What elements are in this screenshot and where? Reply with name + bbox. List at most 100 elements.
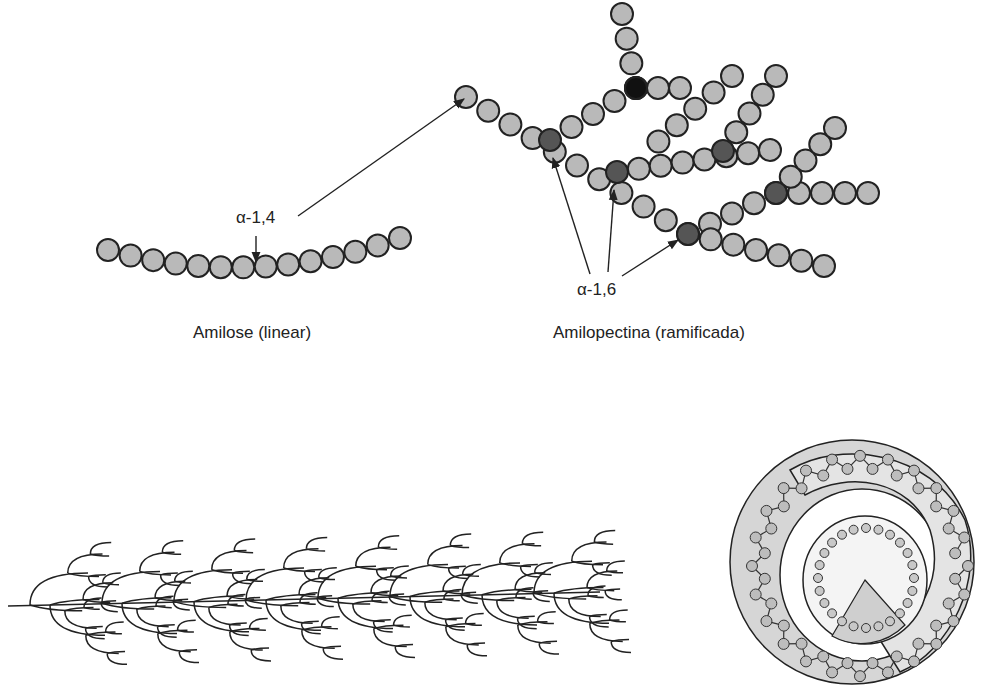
drawing-stroke xyxy=(178,620,196,630)
drawing-stroke xyxy=(449,566,466,568)
glucose-unit xyxy=(700,228,722,250)
atom xyxy=(801,465,812,476)
drawing-stroke xyxy=(106,632,122,634)
drawing-stroke xyxy=(500,544,535,563)
drawing-stroke xyxy=(173,599,188,601)
drawing-stroke xyxy=(572,542,607,561)
glucose-unit xyxy=(765,182,787,204)
glucose-unit xyxy=(277,253,299,275)
glucose-unit xyxy=(322,246,344,268)
atom xyxy=(820,549,829,558)
drawing-stroke xyxy=(482,589,532,595)
drawing-stroke xyxy=(86,635,119,653)
drawing-stroke xyxy=(162,541,183,552)
drawing-stroke xyxy=(89,575,106,577)
atom xyxy=(778,620,789,631)
atom xyxy=(943,523,954,534)
atom xyxy=(855,450,866,461)
drawing-stroke xyxy=(65,611,97,629)
drawing-stroke xyxy=(245,597,260,599)
drawing-stroke xyxy=(284,549,319,568)
glucose-unit xyxy=(745,239,767,261)
drawing-stroke xyxy=(467,643,485,645)
atom xyxy=(895,609,904,618)
drawing-stroke xyxy=(209,607,241,625)
glucose-unit xyxy=(722,234,744,256)
atom xyxy=(862,524,871,533)
atom xyxy=(948,505,959,516)
drawing-stroke xyxy=(228,604,244,606)
drawing-stroke xyxy=(610,610,628,620)
drawing-stroke xyxy=(162,552,181,554)
drawing-stroke xyxy=(317,596,332,598)
atom xyxy=(874,622,883,631)
glucose-unit xyxy=(647,77,669,99)
glucose-unit xyxy=(455,86,477,108)
drawing-stroke xyxy=(450,534,471,545)
glucose-unit xyxy=(232,256,254,278)
drawing-stroke xyxy=(610,620,626,622)
atom xyxy=(855,671,866,682)
drawing-stroke xyxy=(266,600,321,630)
atom xyxy=(910,574,919,583)
atom xyxy=(827,454,838,465)
atom xyxy=(931,620,942,631)
atom xyxy=(827,667,838,678)
glucose-unit xyxy=(165,253,187,275)
glucose-unit xyxy=(677,223,699,245)
drawing-stroke xyxy=(588,596,604,598)
drawing-stroke xyxy=(122,603,177,633)
glucose-unit xyxy=(344,241,366,263)
glucose-unit xyxy=(743,192,765,214)
bond-label: α-1,6 xyxy=(577,280,616,300)
glucose-unit xyxy=(499,113,521,135)
drawing-stroke xyxy=(521,564,538,566)
drawing-stroke xyxy=(338,593,388,599)
drawing-stroke xyxy=(554,588,604,594)
atom xyxy=(943,598,954,609)
drawing-stroke xyxy=(611,640,629,642)
leader-arrow xyxy=(255,236,256,262)
drawing-stroke xyxy=(84,608,100,610)
atom xyxy=(838,530,847,539)
drawing-stroke xyxy=(356,547,391,566)
glucose-unit xyxy=(611,3,633,25)
drawing-stroke xyxy=(302,630,335,648)
glucose-unit xyxy=(604,90,626,112)
drawing-stroke xyxy=(377,568,394,570)
drawing-stroke xyxy=(518,625,551,643)
atom xyxy=(908,561,917,570)
atom xyxy=(766,523,777,534)
drawing-stroke xyxy=(466,613,484,623)
glucose-unit xyxy=(616,28,638,50)
glucose-unit xyxy=(477,100,499,122)
drawing-stroke xyxy=(306,537,327,548)
leader-arrow xyxy=(298,99,464,216)
glucose-unit xyxy=(647,131,669,153)
drawing-stroke xyxy=(300,603,316,605)
atom xyxy=(828,538,837,547)
drawing-stroke xyxy=(374,620,391,622)
atom xyxy=(931,638,942,649)
atom xyxy=(842,463,853,474)
atom xyxy=(891,651,902,662)
drawing-stroke xyxy=(251,650,271,661)
drawing-stroke xyxy=(234,539,255,550)
glucose-unit xyxy=(790,250,812,272)
molecule-caption: Amilose (linear) xyxy=(193,323,311,343)
drawing-stroke xyxy=(607,571,623,573)
drawing-stroke xyxy=(593,563,610,565)
glucose-unit xyxy=(625,77,647,99)
atom xyxy=(874,525,883,534)
drawing-stroke xyxy=(446,618,463,620)
drawing-stroke xyxy=(590,615,607,617)
drawing-stroke xyxy=(318,598,370,604)
drawing-stroke xyxy=(323,646,341,648)
glucose-unit xyxy=(759,139,781,161)
drawing-stroke xyxy=(522,532,543,543)
atom xyxy=(882,667,893,678)
atom xyxy=(849,622,858,631)
drawing-stroke xyxy=(446,627,479,645)
glucose-unit xyxy=(367,234,389,256)
drawing-stroke xyxy=(194,602,249,632)
